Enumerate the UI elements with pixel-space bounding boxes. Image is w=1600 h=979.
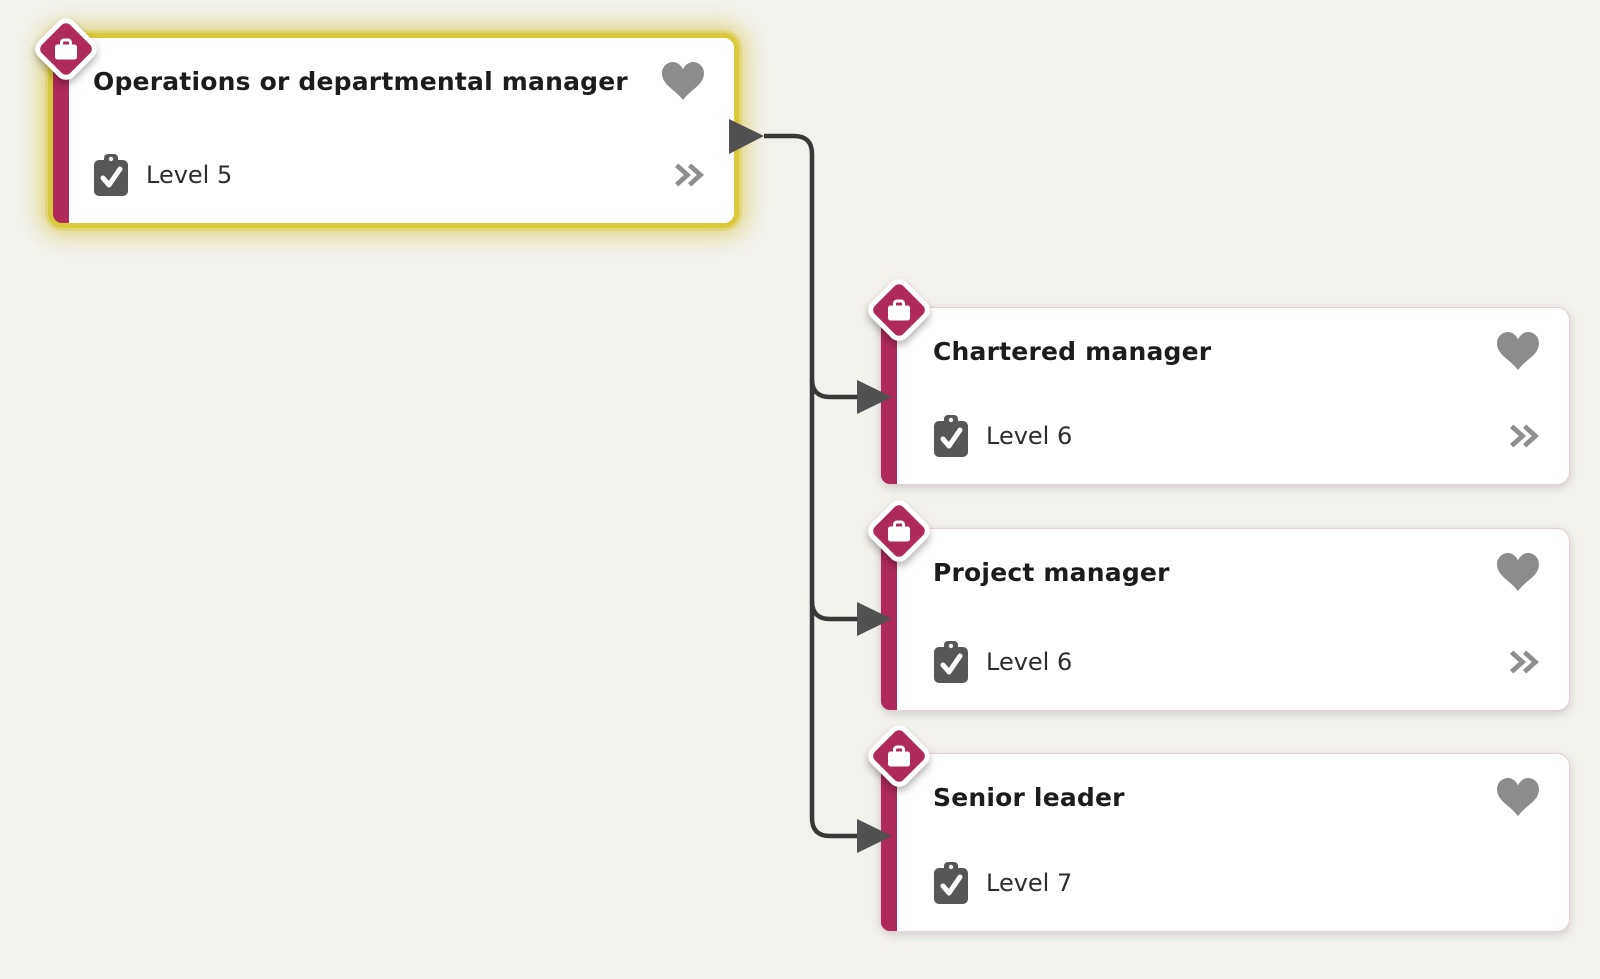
connector-line-branch-project (809, 600, 857, 622)
heart-icon (662, 62, 704, 100)
favourite-button[interactable] (1497, 778, 1539, 816)
expand-details-button[interactable] (1508, 423, 1539, 449)
heart-icon (1497, 778, 1539, 816)
job-title: Senior leader (933, 782, 1125, 812)
briefcase-badge (863, 274, 935, 346)
double-chevron-icon (1509, 650, 1539, 674)
briefcase-badge (863, 495, 935, 567)
connector-line-branch-chartered (809, 378, 857, 400)
heart-icon (1497, 332, 1539, 370)
level-indicator: Level 5 (93, 153, 232, 197)
job-title: Project manager (933, 557, 1170, 587)
job-card-chartered-manager[interactable]: Chartered manager Level 6 (863, 274, 1570, 485)
level-indicator: Level 7 (933, 861, 1072, 905)
briefcase-icon (888, 745, 910, 767)
briefcase-icon (888, 299, 910, 321)
briefcase-icon (55, 38, 77, 60)
level-label: Level 6 (986, 422, 1073, 450)
briefcase-badge (30, 13, 102, 85)
job-card-project-manager[interactable]: Project manager Level 6 (863, 495, 1570, 711)
level-label: Level 7 (986, 869, 1073, 897)
clipboard-check-icon (934, 641, 968, 683)
level-indicator: Level 6 (933, 414, 1072, 458)
level-label: Level 6 (986, 648, 1073, 676)
favourite-button[interactable] (1497, 553, 1539, 591)
level-indicator: Level 6 (933, 640, 1072, 684)
heart-icon (1497, 553, 1539, 591)
briefcase-badge (863, 720, 935, 792)
level-label: Level 5 (146, 161, 233, 189)
connector-line-main (764, 133, 857, 839)
clipboard-check-icon (94, 154, 128, 196)
clipboard-check-icon (934, 415, 968, 457)
clipboard-check-icon (934, 862, 968, 904)
job-title: Operations or departmental manager (93, 66, 628, 96)
briefcase-icon (888, 520, 910, 542)
expand-details-button[interactable] (1508, 649, 1539, 675)
job-card-operations-manager[interactable]: Operations or departmental manager Level… (30, 13, 739, 228)
card-accent-bar (53, 38, 69, 223)
favourite-button[interactable] (662, 62, 704, 100)
favourite-button[interactable] (1497, 332, 1539, 370)
expand-details-button[interactable] (673, 162, 704, 188)
double-chevron-icon (1509, 424, 1539, 448)
job-card-senior-leader[interactable]: Senior leader Level 7 (863, 720, 1570, 932)
job-title: Chartered manager (933, 336, 1212, 366)
double-chevron-icon (674, 163, 704, 187)
